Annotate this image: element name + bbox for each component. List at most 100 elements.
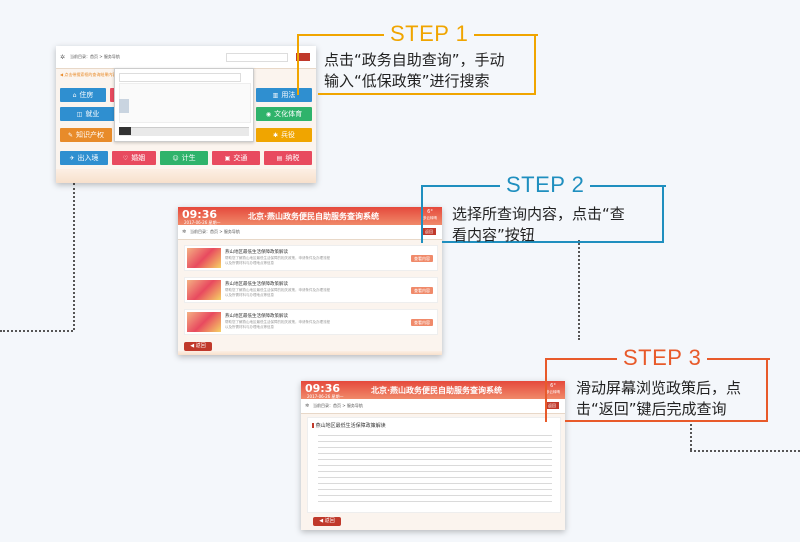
footer-band	[56, 169, 316, 183]
screenshot-home: ✲ 当前目录：首页 > 服务导航 ◀ 点击带搜索框的查询结果内容 ⌂住房 ▥用法…	[56, 46, 316, 183]
list-item[interactable]: 燕山地区最低生活保障政策解读 帮助您了解燕山地区最低生活保障的相关政策，申请条件…	[184, 245, 438, 271]
item-thumbnail	[187, 280, 221, 300]
app-title: 北京·燕山政务便民自助服务查询系统	[248, 212, 380, 221]
home-icon: ⌂	[72, 91, 77, 99]
clock: 09:36	[305, 382, 341, 395]
tile-culture[interactable]: ◉文化体育	[256, 107, 312, 121]
culture-icon: ◉	[265, 110, 272, 118]
app-title: 北京·燕山政务便民自助服务查询系统	[371, 386, 503, 395]
notice-bar: ◀ 点击带搜索框的查询结果内容	[60, 72, 116, 78]
step3-box-bottom	[565, 420, 768, 422]
tile-military[interactable]: ✱兵役	[256, 128, 312, 142]
item-title: 燕山地区最低生活保障政策解读	[225, 250, 288, 255]
step3-box-right	[766, 358, 768, 420]
weather: 6° 多云转晴	[545, 383, 561, 395]
view-content-button[interactable]: 查看内容	[411, 287, 433, 294]
briefcase-icon: ◫	[76, 110, 83, 118]
tile-label: 出入境	[77, 154, 99, 162]
breadcrumb: 当前目录：首页 > 服务导航	[313, 403, 363, 408]
tile-traffic[interactable]: ▣交通	[212, 151, 260, 165]
popup-side-tab[interactable]	[119, 99, 129, 113]
app-logo-icon: ✲	[60, 54, 66, 61]
nav-bar: ✲ 当前目录：首页 > 服务导航	[56, 46, 316, 69]
step2-box-right	[662, 185, 664, 241]
tile-label: 知识产权	[76, 131, 105, 139]
tile-label: 纳税	[285, 154, 300, 162]
app-logo-icon: ✲	[305, 403, 310, 409]
back-button[interactable]: ◀ 返回	[313, 517, 341, 526]
doc-title: 燕山地区最低生活保障政策解读	[312, 422, 386, 429]
date: 2017-06-26 星期一	[307, 394, 344, 399]
item-thumbnail	[187, 312, 221, 332]
step1-box-right	[534, 34, 536, 93]
step3-label: STEP 3	[617, 345, 708, 371]
breadcrumb: 当前目录：首页 > 服务导航	[70, 54, 120, 59]
item-desc: 帮助您了解燕山地区最低生活保障的相关政策，申请条件及办理流程	[225, 288, 330, 292]
list-item[interactable]: 燕山地区最低生活保障政策解读 帮助您了解燕山地区最低生活保障的相关政策，申请条件…	[184, 309, 438, 335]
speaker-icon: ◀	[60, 72, 64, 77]
policy-document[interactable]: 燕山地区最低生活保障政策解读	[307, 417, 561, 513]
app-logo-icon: ✲	[182, 229, 187, 235]
bulb-icon: ✎	[67, 131, 74, 139]
weather-text: 多云转晴	[423, 216, 437, 220]
tile-label: 就业	[85, 110, 100, 118]
view-content-button[interactable]: 查看内容	[411, 255, 433, 262]
item-title: 燕山地区最低生活保障政策解读	[225, 314, 288, 319]
step1-text: 点击“政务自助查询”，手动输入“低保政策”进行搜索	[324, 51, 505, 90]
tile-label: 用法	[281, 91, 296, 99]
screenshot-detail: 09:36 2017-06-26 星期一 北京·燕山政务便民自助服务查询系统 6…	[301, 381, 565, 530]
back-label: 返回	[195, 343, 206, 349]
item-desc: 以及所需材料与办理地点等信息	[225, 325, 274, 329]
keyboard-key[interactable]	[119, 127, 131, 135]
connector-line	[0, 330, 73, 332]
search-button[interactable]	[296, 53, 310, 61]
tile-tax[interactable]: ▤纳税	[264, 151, 312, 165]
tile-label: 计生	[181, 154, 196, 162]
nav-bar: ✲ 当前目录：首页 > 服务导航 返回	[301, 399, 565, 414]
weather: 6° 多云转晴	[422, 209, 438, 221]
keyboard-bar[interactable]	[119, 127, 249, 136]
tile-label: 交通	[233, 154, 248, 162]
tile-employment[interactable]: ◫就业	[60, 107, 116, 121]
app-header: 09:36 2017-06-26 星期一 北京·燕山政务便民自助服务查询系统 6…	[178, 207, 442, 225]
popup-list[interactable]	[119, 83, 251, 123]
nav-back-button[interactable]: 返回	[545, 402, 559, 409]
car-icon: ▣	[224, 154, 231, 162]
plane-icon: ✈	[69, 154, 75, 162]
item-desc: 帮助您了解燕山地区最低生活保障的相关政策，申请条件及办理流程	[225, 256, 330, 260]
connector-line	[73, 183, 75, 330]
breadcrumb: 当前目录：首页 > 服务导航	[190, 229, 240, 234]
date: 2017-06-26 星期一	[184, 220, 221, 225]
star-icon: ✱	[272, 131, 279, 139]
back-arrow-icon: ◀	[190, 343, 195, 349]
temperature: 6°	[427, 209, 433, 215]
tax-icon: ▤	[276, 154, 283, 162]
item-desc: 帮助您了解燕山地区最低生活保障的相关政策，申请条件及办理流程	[225, 320, 330, 324]
connector-line	[578, 240, 580, 340]
back-arrow-icon: ◀	[319, 518, 324, 524]
item-thumbnail	[187, 248, 221, 268]
tile-label: 文化体育	[274, 110, 303, 118]
tile-label: 婚姻	[131, 154, 146, 162]
doc-body	[318, 432, 552, 506]
nav-back-button[interactable]: 返回	[422, 228, 436, 235]
item-title: 燕山地区最低生活保障政策解读	[225, 282, 288, 287]
back-button[interactable]: ◀ 返回	[184, 342, 212, 351]
step2-label: STEP 2	[500, 172, 591, 198]
view-content-button[interactable]: 查看内容	[411, 319, 433, 326]
tile-marriage[interactable]: ♡婚姻	[112, 151, 156, 165]
search-popup[interactable]	[114, 68, 254, 142]
tile-ip[interactable]: ✎知识产权	[60, 128, 112, 142]
popup-input[interactable]	[119, 73, 241, 82]
tile-label: 住房	[79, 91, 94, 99]
tile-exit-entry[interactable]: ✈出入境	[60, 151, 108, 165]
tile-housing[interactable]: ⌂住房	[60, 88, 106, 102]
step1-box-bottom	[318, 93, 536, 95]
connector-line	[690, 450, 800, 452]
rings-icon: ♡	[122, 154, 129, 162]
list-item[interactable]: 燕山地区最低生活保障政策解读 帮助您了解燕山地区最低生活保障的相关政策，申请条件…	[184, 277, 438, 303]
tile-family-planning[interactable]: ☺计生	[160, 151, 208, 165]
family-icon: ☺	[172, 154, 179, 162]
step3-text: 滑动屏幕浏览政策后，点击“返回”键后完成查询	[576, 379, 742, 418]
search-input[interactable]	[226, 53, 288, 62]
